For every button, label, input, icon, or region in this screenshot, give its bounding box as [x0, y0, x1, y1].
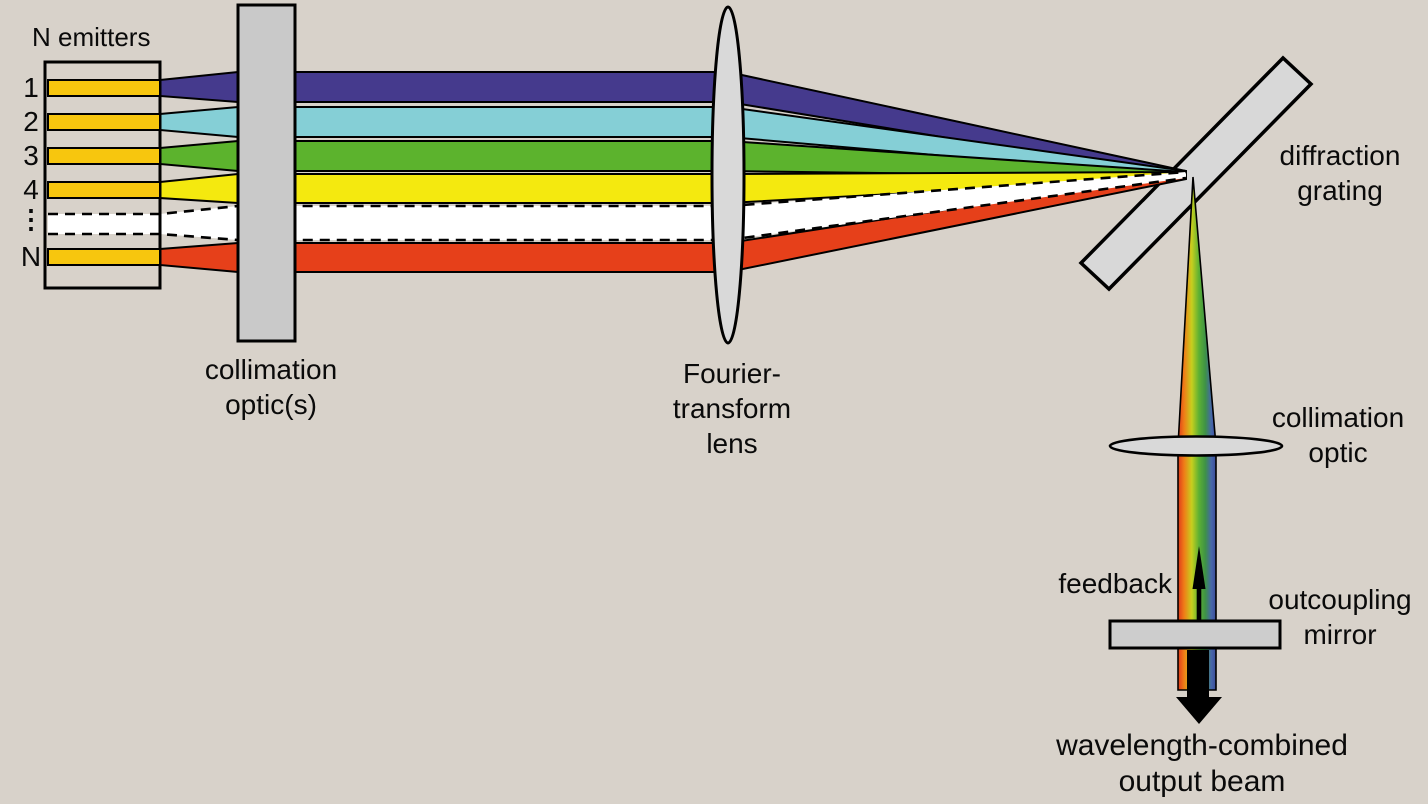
feedback-label: feedback [1058, 568, 1172, 599]
output-beam-line2: output beam [1118, 765, 1286, 798]
emitter-label-1: 1 [23, 72, 39, 103]
feedback-arrow-shaft [1196, 586, 1202, 620]
emitter-bar-2 [47, 113, 161, 131]
outcoupling-mirror-slab [1108, 619, 1282, 650]
emitter-bar-4 [47, 181, 161, 199]
fourier-lens-line1: Fourier- [682, 358, 781, 389]
output-beam-label: wavelength-combined output beam [1022, 728, 1382, 800]
collimation-optics-line2: optic(s) [225, 389, 317, 420]
fourier-lens-label: Fourier- transform lens [612, 356, 852, 461]
n-emitters-title: N emitters [32, 22, 151, 52]
emitter-label-4: 4 [23, 174, 39, 205]
emitter-label-2: 2 [23, 106, 39, 137]
diffraction-grating-slab [1078, 55, 1314, 292]
output-beam-arrow [1176, 650, 1222, 724]
emitter-bar-3 [47, 147, 161, 165]
fourier-lens-line2: transform [672, 393, 792, 424]
collimation-optic-lens [1108, 435, 1284, 457]
emitter-label-3: 3 [23, 140, 39, 171]
output-beam-line1: wavelength-combined [1056, 729, 1348, 762]
emitter-bar-n [47, 248, 161, 266]
outcoupling-mirror-line2: mirror [1303, 619, 1377, 650]
emitter-label-n: N [20, 241, 42, 272]
collimation-optic-line2: optic [1308, 437, 1368, 468]
emitter-label-ellipsis: ⋮ [18, 204, 44, 234]
collimation-optics-slab [236, 3, 297, 343]
diffraction-grating-label: diffraction grating [1220, 138, 1428, 208]
emitter-box [43, 60, 162, 290]
diffraction-grating-line1: diffraction [1279, 140, 1401, 171]
feedback-arrow-head [1192, 546, 1206, 589]
collimation-optic-line1: collimation [1271, 402, 1405, 433]
fourier-lens-line3: lens [706, 428, 758, 459]
diffraction-grating-line2: grating [1297, 175, 1383, 206]
collimation-optics-line1: collimation [204, 354, 338, 385]
outcoupling-mirror-label: outcoupling mirror [1220, 582, 1428, 652]
fourier-transform-lens [710, 5, 746, 345]
collimation-optics-label: collimation optic(s) [151, 352, 391, 422]
outcoupling-mirror-line1: outcoupling [1268, 584, 1412, 615]
emitter-bar-1 [47, 79, 161, 97]
collimation-optic-label: collimation optic [1218, 400, 1428, 470]
